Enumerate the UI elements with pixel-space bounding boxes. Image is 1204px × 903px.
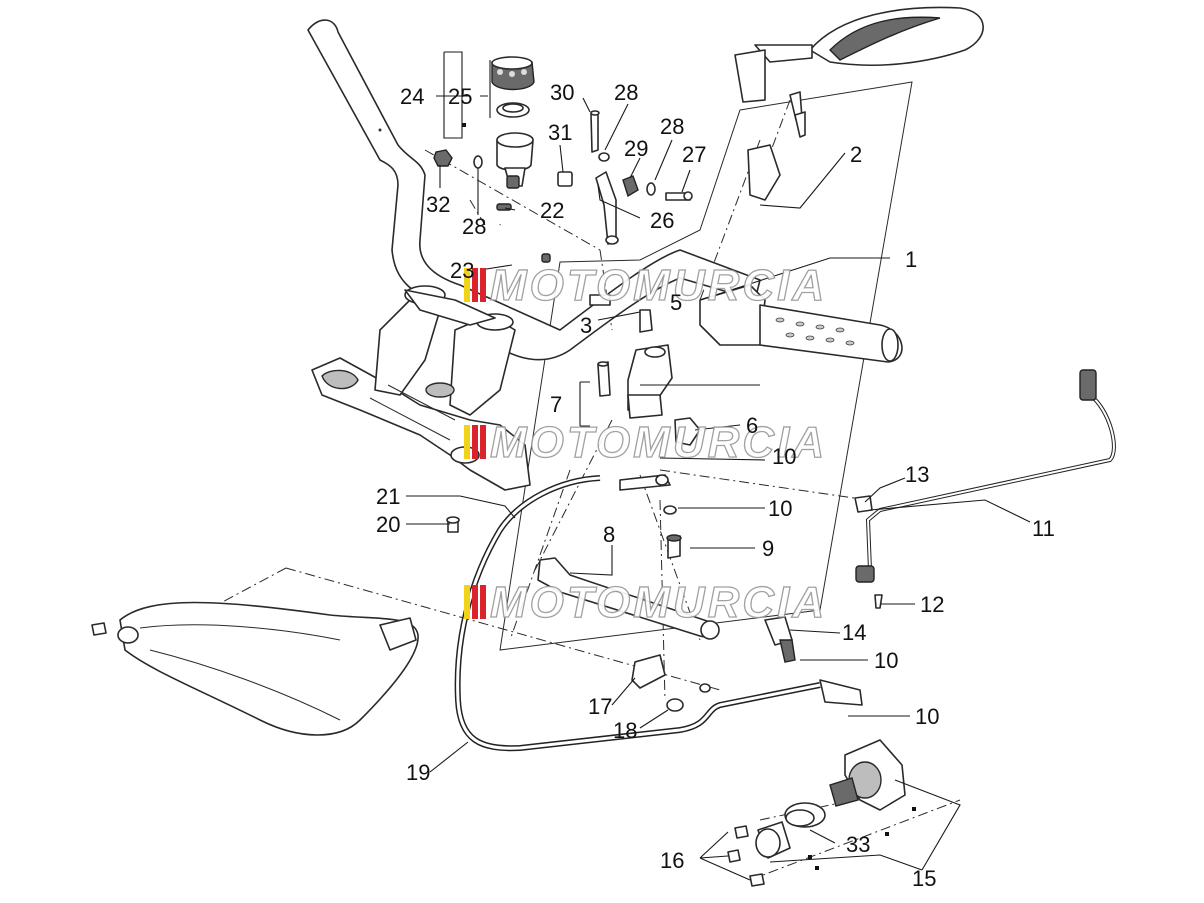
callout-33: 33 bbox=[846, 832, 870, 857]
callout-8: 8 bbox=[603, 522, 615, 547]
callout-16: 16 bbox=[660, 848, 684, 873]
clutch-cable bbox=[454, 475, 863, 752]
callout-15: 15 bbox=[912, 866, 936, 891]
callout-3: 3 bbox=[580, 313, 592, 338]
callout-32: 32 bbox=[426, 192, 450, 217]
handlebar bbox=[307, 19, 761, 361]
callout-30: 30 bbox=[550, 80, 574, 105]
callout-10-c: 10 bbox=[874, 648, 898, 673]
callout-28-a: 28 bbox=[614, 80, 638, 105]
small-fittings-left bbox=[433, 110, 610, 187]
brake-lever bbox=[537, 557, 720, 640]
callout-9: 9 bbox=[762, 536, 774, 561]
callout-25: 25 bbox=[448, 84, 472, 109]
callout-12: 12 bbox=[920, 592, 944, 617]
lever-bracket bbox=[595, 171, 693, 245]
callout-28-b: 28 bbox=[660, 114, 684, 139]
callout-11: 11 bbox=[1032, 516, 1055, 541]
callout-10-a: 10 bbox=[772, 444, 796, 469]
watermark-text-1: MOTOMURCIA bbox=[490, 261, 827, 310]
callout-10-b: 10 bbox=[768, 496, 792, 521]
callout-14: 14 bbox=[842, 620, 866, 645]
slave-cylinder bbox=[727, 616, 916, 887]
callout-31: 31 bbox=[548, 120, 572, 145]
hand-guard bbox=[91, 601, 419, 736]
triple-clamp bbox=[311, 285, 531, 491]
callout-10-d: 10 bbox=[915, 704, 939, 729]
callout-23: 23 bbox=[450, 258, 474, 283]
callout-19: 19 bbox=[406, 760, 430, 785]
callout-6: 6 bbox=[746, 413, 758, 438]
callout-22: 22 bbox=[540, 198, 564, 223]
callout-1: 1 bbox=[905, 247, 917, 272]
callout-24: 24 bbox=[400, 84, 424, 109]
lever-perch bbox=[589, 294, 701, 446]
bracket-parts bbox=[446, 495, 711, 712]
callout-18: 18 bbox=[613, 718, 637, 743]
callout-17: 17 bbox=[588, 694, 612, 719]
assembly-outline-1 bbox=[499, 81, 913, 651]
watermark-logo-2: MOTOMURCIA bbox=[464, 417, 827, 468]
callout-13: 13 bbox=[905, 462, 929, 487]
leader-lines bbox=[406, 51, 1031, 881]
watermark-logo-3: MOTOMURCIA bbox=[464, 577, 827, 628]
brake-reservoir bbox=[462, 56, 535, 189]
cable-fittings bbox=[619, 474, 682, 559]
callout-7: 7 bbox=[550, 392, 562, 417]
callout-26: 26 bbox=[650, 208, 674, 233]
watermark-text-2: MOTOMURCIA bbox=[490, 418, 827, 467]
callout-labels: 1 2 3 5 6 7 8 9 10 10 10 10 11 12 13 14 … bbox=[376, 80, 1055, 891]
watermark-logo-1: MOTOMURCIA bbox=[464, 260, 827, 311]
reservoir-hose bbox=[494, 203, 551, 263]
callout-20: 20 bbox=[376, 512, 400, 537]
callout-21: 21 bbox=[376, 484, 400, 509]
switch-wire bbox=[854, 369, 1116, 609]
callout-27: 27 bbox=[682, 142, 706, 167]
callout-28-c: 28 bbox=[462, 214, 486, 239]
callout-2: 2 bbox=[850, 142, 862, 167]
watermark-text-3: MOTOMURCIA bbox=[490, 578, 827, 627]
throttle-grip bbox=[699, 284, 903, 363]
callout-5: 5 bbox=[670, 290, 682, 315]
callout-29: 29 bbox=[624, 136, 648, 161]
mirror bbox=[734, 6, 984, 201]
